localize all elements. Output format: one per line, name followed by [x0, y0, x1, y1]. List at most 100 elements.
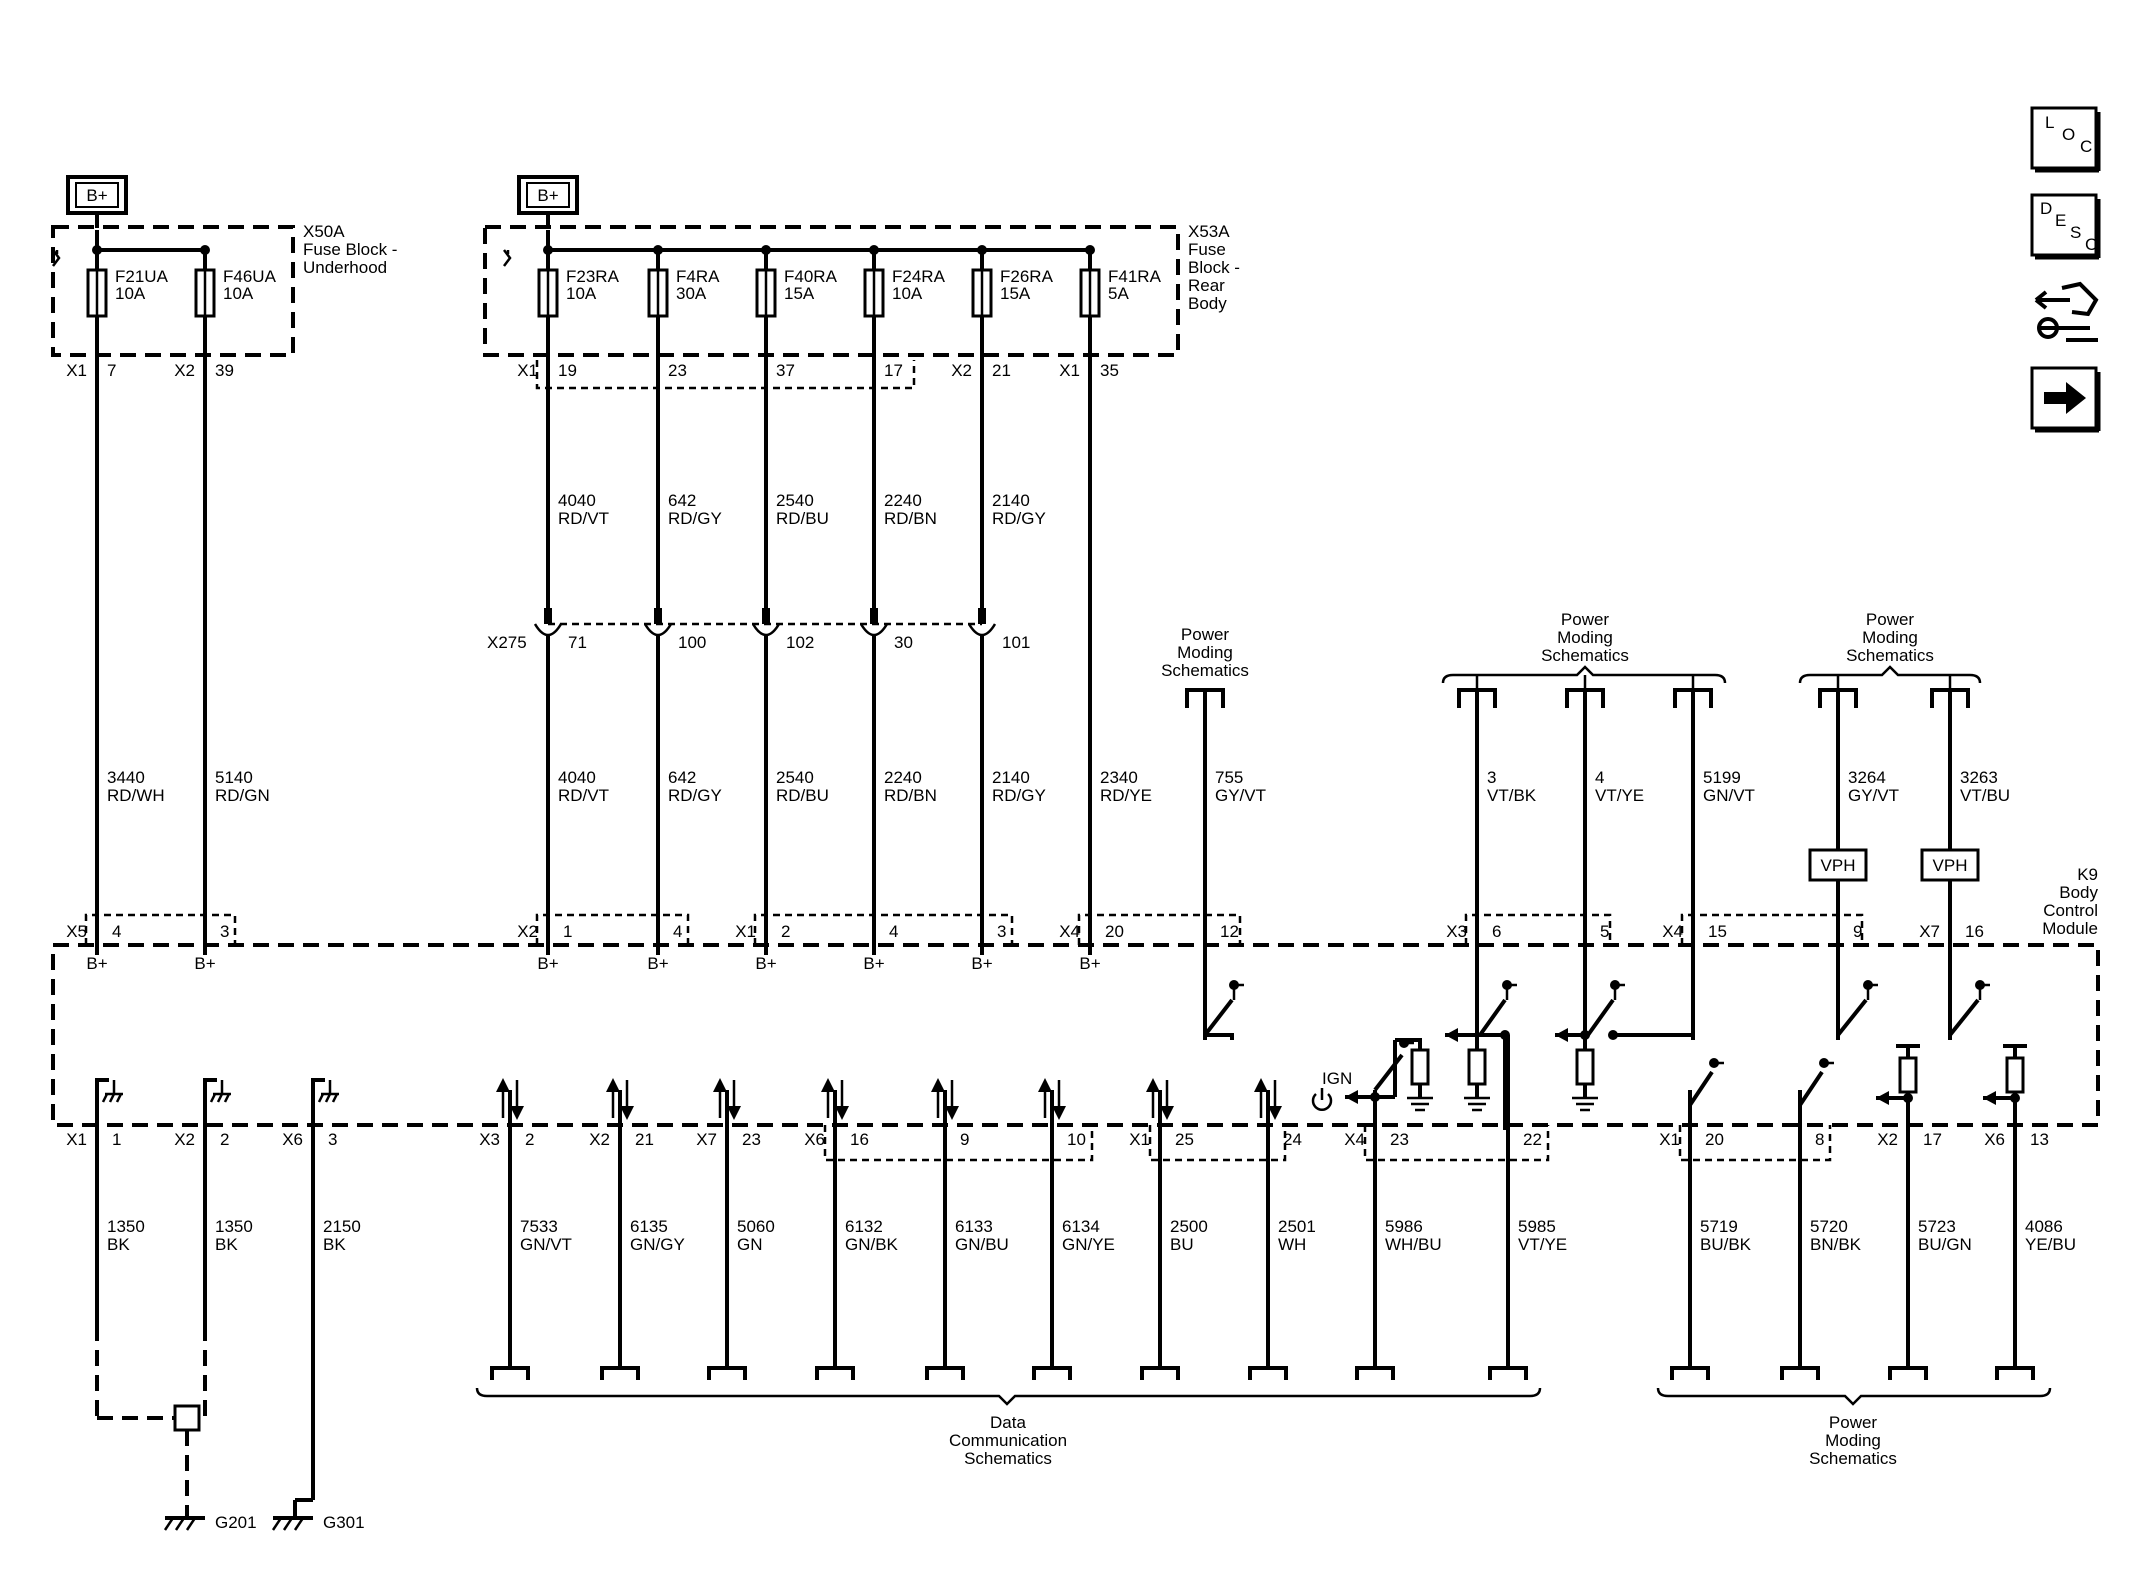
reference-terminal	[490, 1366, 530, 1380]
next-arrow-button[interactable]	[2030, 366, 2101, 433]
ground-symbol	[282, 1517, 294, 1531]
circuit-number: 2140	[992, 768, 1030, 787]
arrow-down	[1268, 1106, 1282, 1120]
wire	[311, 1078, 325, 1125]
reference-terminal	[1670, 1366, 1710, 1380]
vph-label-box: VPH	[1920, 848, 1980, 882]
resistor	[2005, 1056, 2025, 1094]
connector-ref: X1	[66, 1130, 87, 1149]
reference-text: Schematics	[1161, 661, 1249, 680]
connector-ref: X4	[1344, 1130, 1365, 1149]
direction-arrow	[1876, 1091, 1889, 1105]
bidirectional-arrow-icon	[821, 1078, 849, 1120]
connector-group-outline	[535, 913, 690, 945]
ground-label: G301	[323, 1513, 365, 1532]
connector-pin: 7	[107, 361, 116, 380]
wire-color: VT/BK	[1487, 786, 1537, 805]
vph-label: VPH	[1821, 856, 1856, 875]
connector-pin: 23	[668, 361, 687, 380]
fuse-block-name: Rear	[1188, 276, 1225, 295]
wire-color: VT/YE	[1595, 786, 1644, 805]
connector-pin: 23	[1390, 1130, 1409, 1149]
connector-group-outline	[1464, 913, 1612, 945]
connector-tool-icon[interactable]	[2034, 281, 2099, 342]
connector-pin: 71	[568, 633, 587, 652]
connector-pin: 23	[742, 1130, 761, 1149]
resistor	[1467, 1048, 1487, 1086]
connector-group-outline	[1678, 1125, 1832, 1162]
module-top-wire: 4VT/YE5	[1583, 708, 1644, 1040]
fuse-block-outline	[483, 225, 1180, 357]
connector-ref: X1	[66, 361, 87, 380]
b-plus-power-symbol: B+	[66, 175, 128, 228]
ground-symbol	[271, 1517, 283, 1531]
connector-pin: 19	[558, 361, 577, 380]
circuit-number: 5719	[1700, 1217, 1738, 1236]
vph-box	[1808, 848, 1868, 882]
switch-blade	[1478, 998, 1507, 1037]
fuse-block-name: Fuse	[1188, 240, 1226, 259]
reference-text: Power	[1181, 625, 1230, 644]
reference-text: Power	[1829, 1413, 1878, 1432]
reference-terminal	[1355, 1366, 1395, 1380]
fuse-block-name: Fuse Block -	[303, 240, 397, 259]
wire-color: BU/GN	[1918, 1235, 1972, 1254]
fuse-rating: 10A	[566, 284, 597, 303]
b-plus-box-inner	[75, 182, 119, 208]
loc-button[interactable]: LOC	[2030, 106, 2101, 173]
reference-text: Moding	[1557, 628, 1613, 647]
connector-pin: 10	[1067, 1130, 1086, 1149]
connector-pin: 6	[1492, 922, 1501, 941]
circuit-number: 3	[1487, 768, 1496, 787]
connector-pin: 17	[884, 361, 903, 380]
circuit-number: 642	[668, 491, 696, 510]
resistor	[1898, 1056, 1918, 1094]
connector-ref: X2	[589, 1130, 610, 1149]
direction-arrow	[1555, 1028, 1568, 1042]
connector-ref: X1	[1059, 361, 1080, 380]
connector-pin: 25	[1175, 1130, 1194, 1149]
bidirectional-arrow-icon	[606, 1078, 634, 1120]
reference-text: Schematics	[1846, 646, 1934, 665]
circuit-number: 2240	[884, 768, 922, 787]
module-name: Control	[2043, 901, 2098, 920]
circuit-number: 2540	[776, 491, 814, 510]
connector-pin: 30	[894, 633, 913, 652]
wire	[203, 1078, 217, 1125]
reference-text: Schematics	[964, 1449, 1052, 1468]
connector-pin: 101	[1002, 633, 1030, 652]
switch-blade	[1798, 1070, 1824, 1107]
wire-color: RD/BU	[776, 509, 829, 528]
reference-terminal	[1780, 1366, 1820, 1380]
connector-ref: X2	[174, 1130, 195, 1149]
ground-symbol	[223, 1093, 231, 1103]
connector-ref: X5	[66, 922, 87, 941]
terminal-female	[859, 623, 889, 637]
circuit-number: 4086	[2025, 1217, 2063, 1236]
wire-color: RD/GY	[992, 509, 1046, 528]
reference-text: Data	[990, 1413, 1026, 1432]
circuit-number: 1350	[107, 1217, 145, 1236]
connector-pin: 4	[673, 922, 682, 941]
wire-color: RD/BN	[884, 786, 937, 805]
connector-group-outline	[1680, 913, 1864, 945]
connector-pin: 3	[220, 922, 229, 941]
connector-pin: 20	[1105, 922, 1124, 941]
switch-blade	[1948, 998, 1980, 1037]
